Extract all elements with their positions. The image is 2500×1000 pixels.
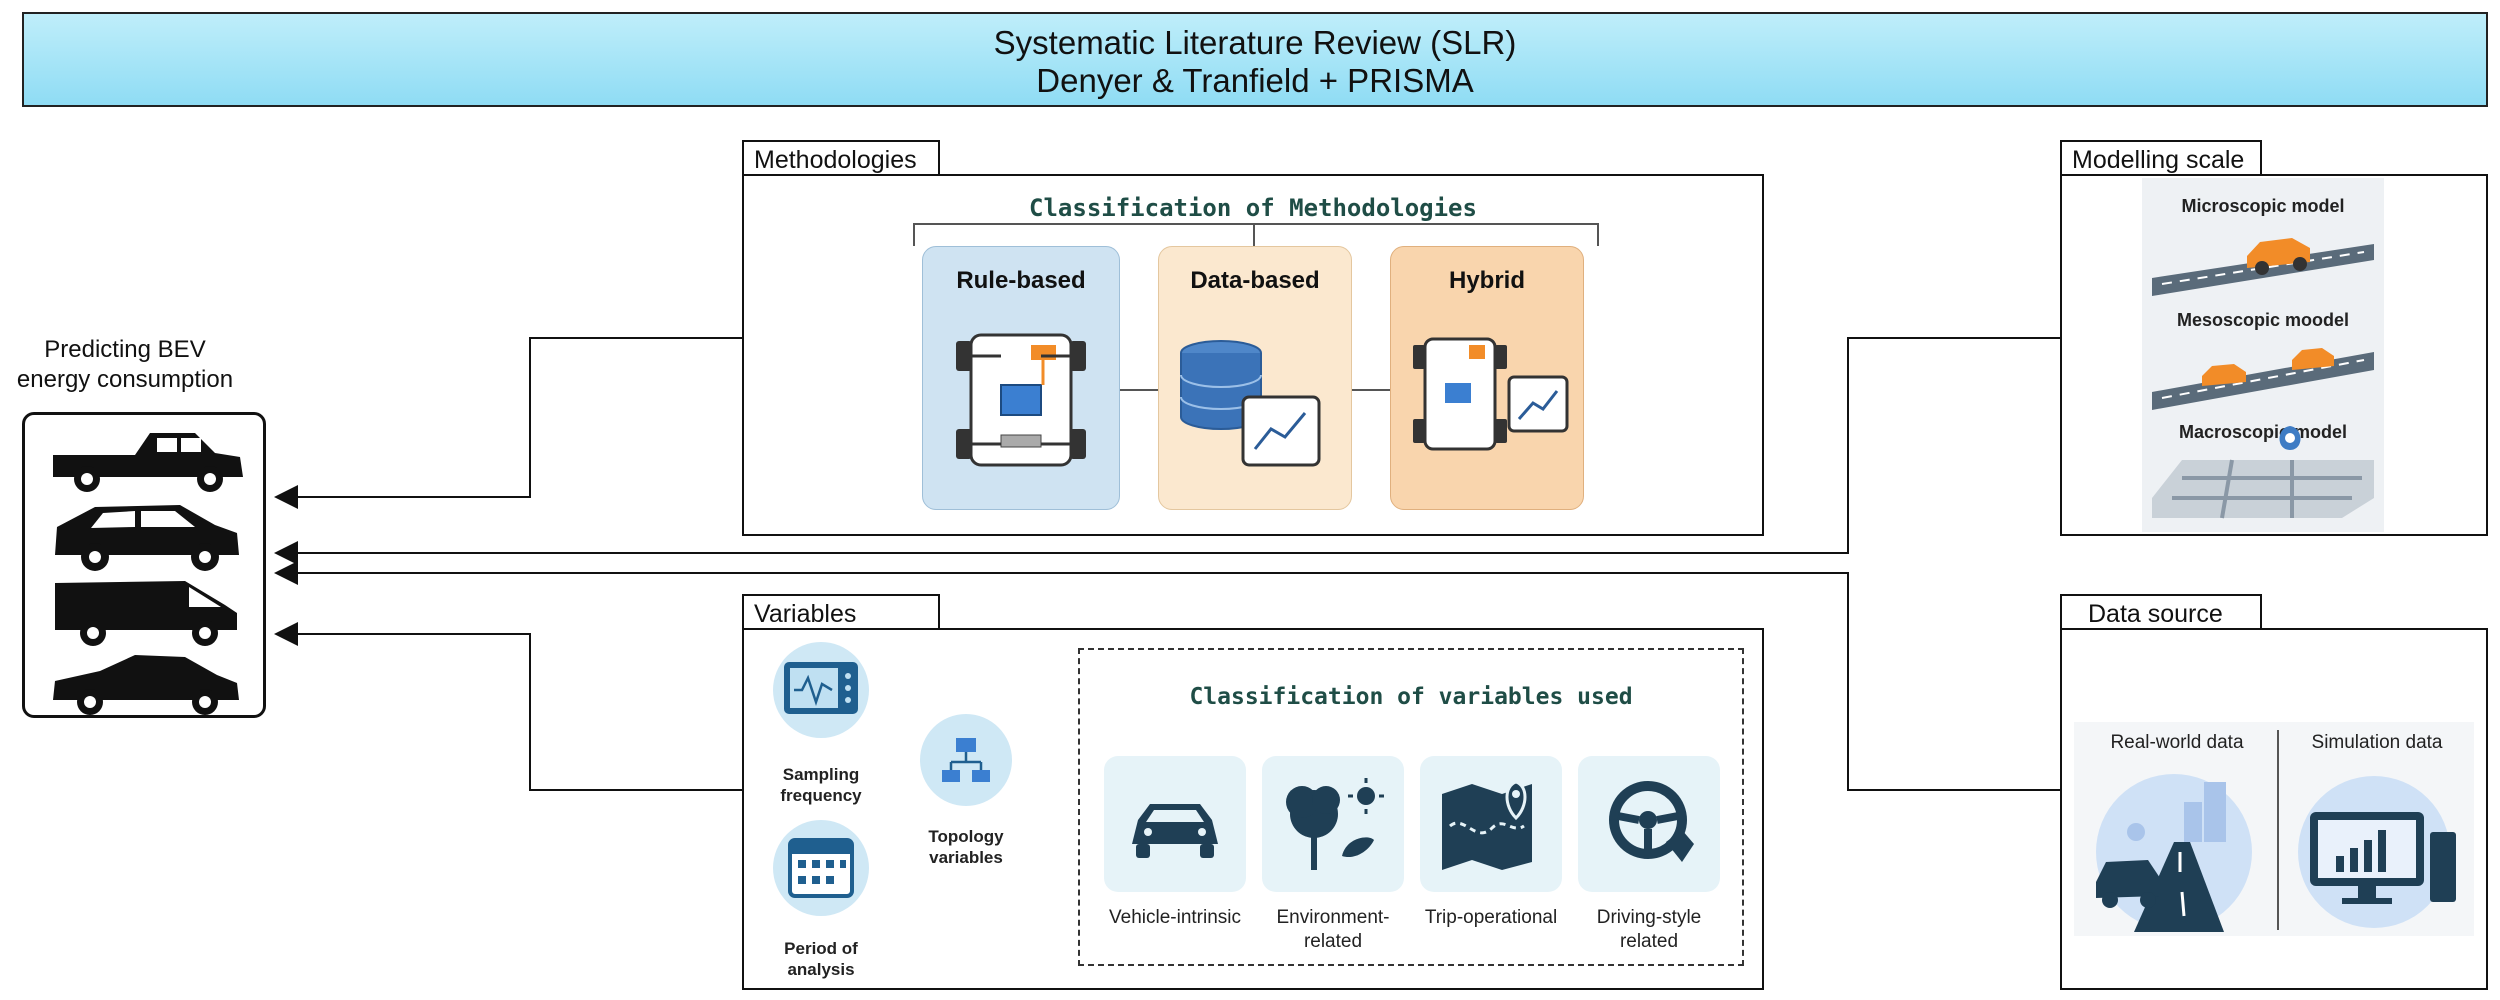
car-icon — [1132, 804, 1218, 858]
variables-classification-box: Classification of variables used — [1078, 648, 1744, 966]
rule-based-card: Rule-based — [922, 246, 1120, 510]
vehicle-label: Vehicle-intrinsic — [1109, 907, 1241, 928]
header-line2: Denyer & Tranfield + PRISMA — [1036, 62, 1474, 99]
driving-card — [1578, 756, 1720, 892]
variables-panel: Sampling frequency Period of analysis To… — [742, 628, 1764, 990]
modelling-image: Microscopic model Mesoscopic moodel Macr… — [2142, 178, 2384, 532]
modelling-panel: Microscopic model Mesoscopic moodel Macr… — [2060, 174, 2488, 536]
methodologies-tab: Methodologies — [742, 140, 940, 176]
modelling-tab: Modelling scale — [2060, 140, 2262, 176]
center-title-line2: energy consumption — [16, 366, 234, 393]
tree-sun-icon — [1286, 778, 1384, 870]
sampling-label: Sampling frequency — [780, 765, 862, 805]
environment-card — [1262, 756, 1404, 892]
van-icon — [55, 581, 237, 646]
oscilloscope-icon — [773, 642, 869, 738]
map-pin-icon — [1442, 780, 1532, 870]
hybrid-card: Hybrid — [1390, 246, 1584, 510]
hybrid-label: Hybrid — [1448, 267, 1525, 294]
steering-wheel-icon — [1609, 781, 1694, 862]
meso-label: Mesoscopic moodel — [2176, 310, 2350, 330]
chassis-icon — [956, 333, 1086, 467]
driving-label: Driving-style related — [1596, 907, 1702, 952]
environment-label: Environment-related — [1276, 907, 1390, 952]
center-title: Predicting BEV energy consumption — [10, 335, 240, 395]
vehicles-box — [22, 412, 266, 718]
hybrid-icon — [1413, 337, 1569, 451]
datasource-panel: Real-world data Simulation data — [2060, 628, 2488, 990]
datasource-tab: Data source — [2060, 594, 2262, 630]
real-world-label: Real-world data — [2110, 732, 2244, 753]
trip-card — [1420, 756, 1562, 892]
period-label: Period of analysis — [784, 939, 858, 979]
datasource-icons — [2096, 774, 2456, 932]
methodologies-panel: Classification of Methodologies Rule-bas… — [742, 174, 1764, 536]
vehicle-silhouettes — [53, 433, 243, 715]
data-based-card: Data-based — [1158, 246, 1352, 510]
variables-tab: Variables — [742, 594, 940, 630]
rule-based-label: Rule-based — [956, 267, 1086, 294]
datasource-image: Real-world data Simulation data — [2074, 722, 2474, 936]
divider — [2277, 730, 2279, 930]
macro-label: Macroscopic model — [2178, 422, 2348, 442]
trip-label: Trip-operational — [1424, 907, 1558, 928]
topology-label: Topology variables — [928, 827, 1004, 867]
road-scale-icons — [2152, 238, 2374, 519]
variables-title: Classification of variables used — [1189, 684, 1633, 710]
micro-label: Microscopic model — [2181, 196, 2345, 216]
pickup-truck-icon — [53, 433, 243, 492]
header-line1: Systematic Literature Review (SLR) — [993, 24, 1517, 61]
methodologies-tree-lines — [913, 223, 1599, 391]
suv-icon — [55, 505, 239, 571]
center-title-line1: Predicting BEV — [44, 336, 206, 363]
methodologies-title: Classification of Methodologies — [1029, 194, 1477, 222]
database-chart-icon — [1180, 340, 1321, 467]
hierarchy-icon — [920, 714, 1012, 806]
data-based-label: Data-based — [1190, 267, 1320, 294]
calendar-icon — [773, 820, 869, 916]
header-banner: Systematic Literature Review (SLR) Denye… — [22, 12, 2488, 107]
vehicle-card — [1104, 756, 1246, 892]
sedan-icon — [53, 655, 239, 715]
simulation-label: Simulation data — [2311, 732, 2443, 753]
